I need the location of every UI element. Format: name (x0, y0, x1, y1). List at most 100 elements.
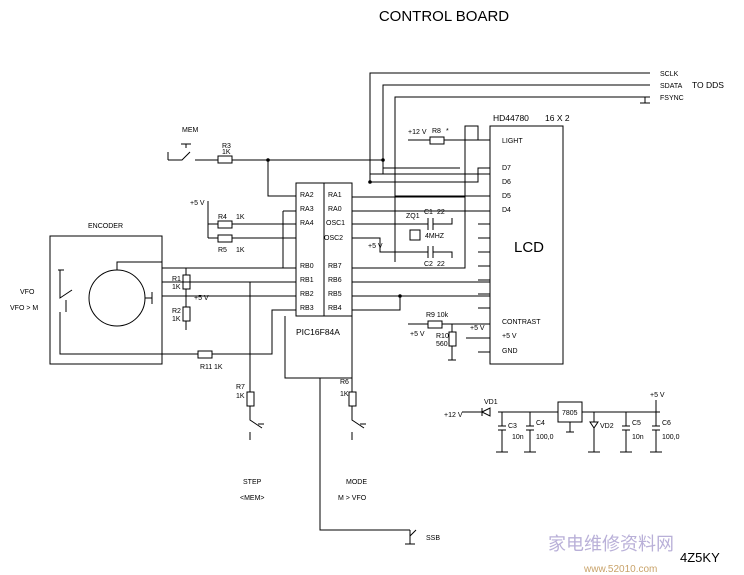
lcd-supply: +12 V R8 * R9 10k +5 V R10 560 +5 V (408, 128, 490, 361)
regulator-label: 7805 (562, 410, 578, 417)
c2-label: C2 (424, 261, 433, 268)
pic-pin-rb0: RB0 (300, 263, 314, 270)
r3-label: R3 (222, 143, 231, 150)
encoder-label: ENCODER (88, 223, 123, 230)
lcd-unused-pins (478, 223, 490, 309)
c2-value: 22 (437, 261, 445, 268)
c5-value: 10n (632, 434, 644, 441)
ssb-label: SSB (426, 535, 440, 542)
pic-pin-rb6: RB6 (328, 277, 342, 284)
dds-sdata-label: SDATA (660, 83, 683, 90)
mem-switch-symbol (167, 143, 218, 161)
c5-cap (620, 412, 632, 453)
r9-label: R9 10k (426, 312, 449, 319)
r8-label: R8 (432, 128, 441, 135)
lcd-pin-gnd: GND (502, 348, 518, 355)
zq1-label: ZQ1 (406, 213, 420, 220)
xtal-freq: 4MHZ (425, 233, 445, 240)
c6-value: 100,0 (662, 434, 680, 441)
pic-pin-ra0: RA0 (328, 206, 342, 213)
vd1-diode (480, 407, 491, 417)
r11-wire (59, 309, 296, 355)
mem-switch: MEM R3 1K (167, 127, 383, 164)
r6-value: 1K (340, 391, 349, 398)
lcd-module: HD44780 16 X 2 LCD LIGHT D7 D6 D5 D4 CON… (478, 113, 570, 365)
c5-label: C5 (632, 420, 641, 427)
r8-resistor (429, 136, 445, 145)
r7-value: 1K (236, 393, 245, 400)
step-wires (249, 281, 296, 440)
pic-pin-rb4: RB4 (328, 305, 342, 312)
pic-microcontroller: PIC16F84A RA2 RA3 RA4 OSC2 RB0 RB1 RB2 R… (295, 182, 353, 337)
dds-fsync-label: FSYNC (660, 95, 684, 102)
light-supply-label: +12 V (408, 129, 427, 136)
c1-label: C1 (424, 209, 433, 216)
r7-label: R7 (236, 384, 245, 391)
pic-pin-rb3: RB3 (300, 305, 314, 312)
lcd-supply-label: +5 V (470, 325, 485, 332)
pic-pin-rb2: RB2 (300, 291, 314, 298)
r1-value: 1K (172, 284, 181, 291)
r9-resistor (427, 320, 443, 329)
node-dot (398, 294, 402, 298)
pic-pin-ra1: RA1 (328, 192, 342, 199)
r4-value: 1K (236, 214, 245, 221)
pic-pin-rb7: RB7 (328, 263, 342, 270)
dds-target-label: TO DDS (692, 80, 724, 90)
r5-resistor (217, 234, 233, 243)
ra3-wire (282, 210, 296, 269)
encoder-block: ENCODER VFO VFO > M R1 1K R2 1K +5 V R11… (10, 223, 296, 371)
step-switch: R7 1K STEP <MEM> (236, 281, 296, 502)
vfo-label: VFO (20, 289, 35, 296)
lcd-pin-5v: +5 V (502, 333, 517, 340)
lcd-pin-light: LIGHT (502, 138, 523, 145)
lcd-pin-d5: D5 (502, 193, 511, 200)
dds-bus: SCLK SDATA FSYNC TO DDS (369, 71, 724, 262)
r4-supply-label: +5 V (190, 200, 205, 207)
mem-label: MEM (182, 127, 199, 134)
r3-resistor (217, 155, 233, 164)
ra2-wire (267, 160, 296, 197)
pic-pin-rb1: RB1 (300, 277, 314, 284)
step-label: STEP (243, 479, 262, 486)
lcd-pin-d6: D6 (502, 179, 511, 186)
dds-wires (369, 72, 650, 262)
pullup-resistors: +5 V R4 1K R5 1K (190, 200, 297, 262)
step-sublabel: <MEM> (240, 495, 265, 502)
pic-pin-ra3: RA3 (300, 206, 314, 213)
encoder-wheel (88, 269, 146, 327)
author-signature: 4Z5KY (680, 550, 720, 565)
d6-line (370, 160, 490, 175)
r11-label: R11 (200, 364, 212, 371)
lcd-data-lines (370, 160, 490, 197)
xtal-supply-label: +5 V (368, 243, 383, 250)
vd2-diode (588, 412, 600, 453)
mode-sublabel: M > VFO (338, 495, 367, 502)
r8-value: * (446, 128, 449, 135)
r6-label: R6 (340, 379, 349, 386)
ps-input-label: +12 V (444, 412, 463, 419)
r10-value: 560 (436, 341, 448, 348)
diagram-title: CONTROL BOARD (379, 8, 509, 25)
encoder-contact (58, 269, 73, 312)
pic-pin-ra2: RA2 (300, 192, 314, 199)
encoder-shaft (116, 261, 162, 304)
c1-value: 22 (437, 209, 445, 216)
contrast-wires (408, 323, 490, 361)
c3-cap (496, 412, 508, 453)
c6-cap (650, 400, 662, 453)
node-dot (368, 180, 372, 184)
r10-label: R10 (436, 333, 449, 340)
lcd-size: 16 X 2 (545, 113, 570, 123)
r4-r5-wires (207, 201, 297, 262)
dds-sclk-label: SCLK (660, 71, 679, 78)
r11-resistor (197, 350, 213, 359)
watermark-chinese: 家电维修资料网 (548, 534, 674, 554)
ps-output-label: +5 V (650, 392, 665, 399)
pic-pin-osc2: OSC2 (324, 235, 343, 242)
mode-contact (351, 406, 366, 440)
r2-label: R2 (172, 308, 181, 315)
r1-label: R1 (172, 276, 181, 283)
c3-value: 10n (512, 434, 524, 441)
